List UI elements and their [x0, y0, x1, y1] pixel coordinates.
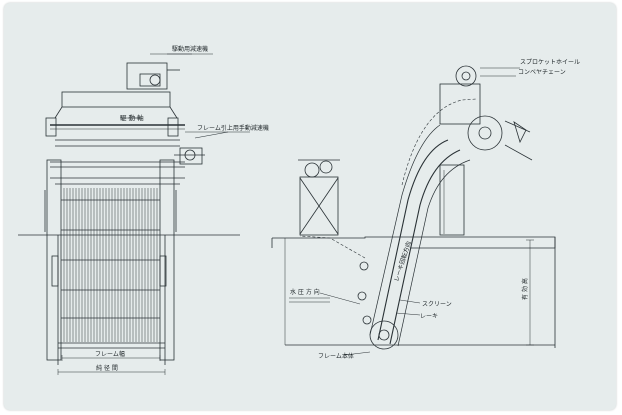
- label-frame-lift-reducer: フレーム引上用手動減速機: [197, 124, 269, 132]
- sprocket-wheel: [455, 65, 477, 87]
- label-conveyor-chain: コンベヤチェーン: [518, 69, 566, 76]
- label-drive-shaft: 駆 動 軸: [120, 113, 144, 122]
- label-sprocket-wheel: スプロケットホイール: [520, 59, 580, 66]
- label-water-flow: 水 圧 方 向: [290, 288, 320, 296]
- bottom-sprocket: [369, 320, 399, 350]
- label-frame-width: フレーム幅: [95, 350, 125, 358]
- label-frame-body: フレーム本体: [318, 352, 354, 360]
- label-rake: レーキ: [420, 313, 438, 320]
- head-housing: [439, 83, 481, 125]
- label-screen: スクリーン: [422, 301, 452, 308]
- lift-tower: [299, 176, 339, 236]
- upper-housing: [61, 91, 171, 108]
- channel-wall: [272, 236, 556, 249]
- screen-frame-lower: [377, 139, 449, 341]
- support-column: [439, 164, 465, 236]
- label-effective-height: 有 効 高: [521, 278, 529, 300]
- label-drive-reducer: 駆動用減速機: [172, 45, 208, 53]
- label-channel-width: 純 径 間: [96, 364, 118, 372]
- drive-reducer: [126, 62, 168, 90]
